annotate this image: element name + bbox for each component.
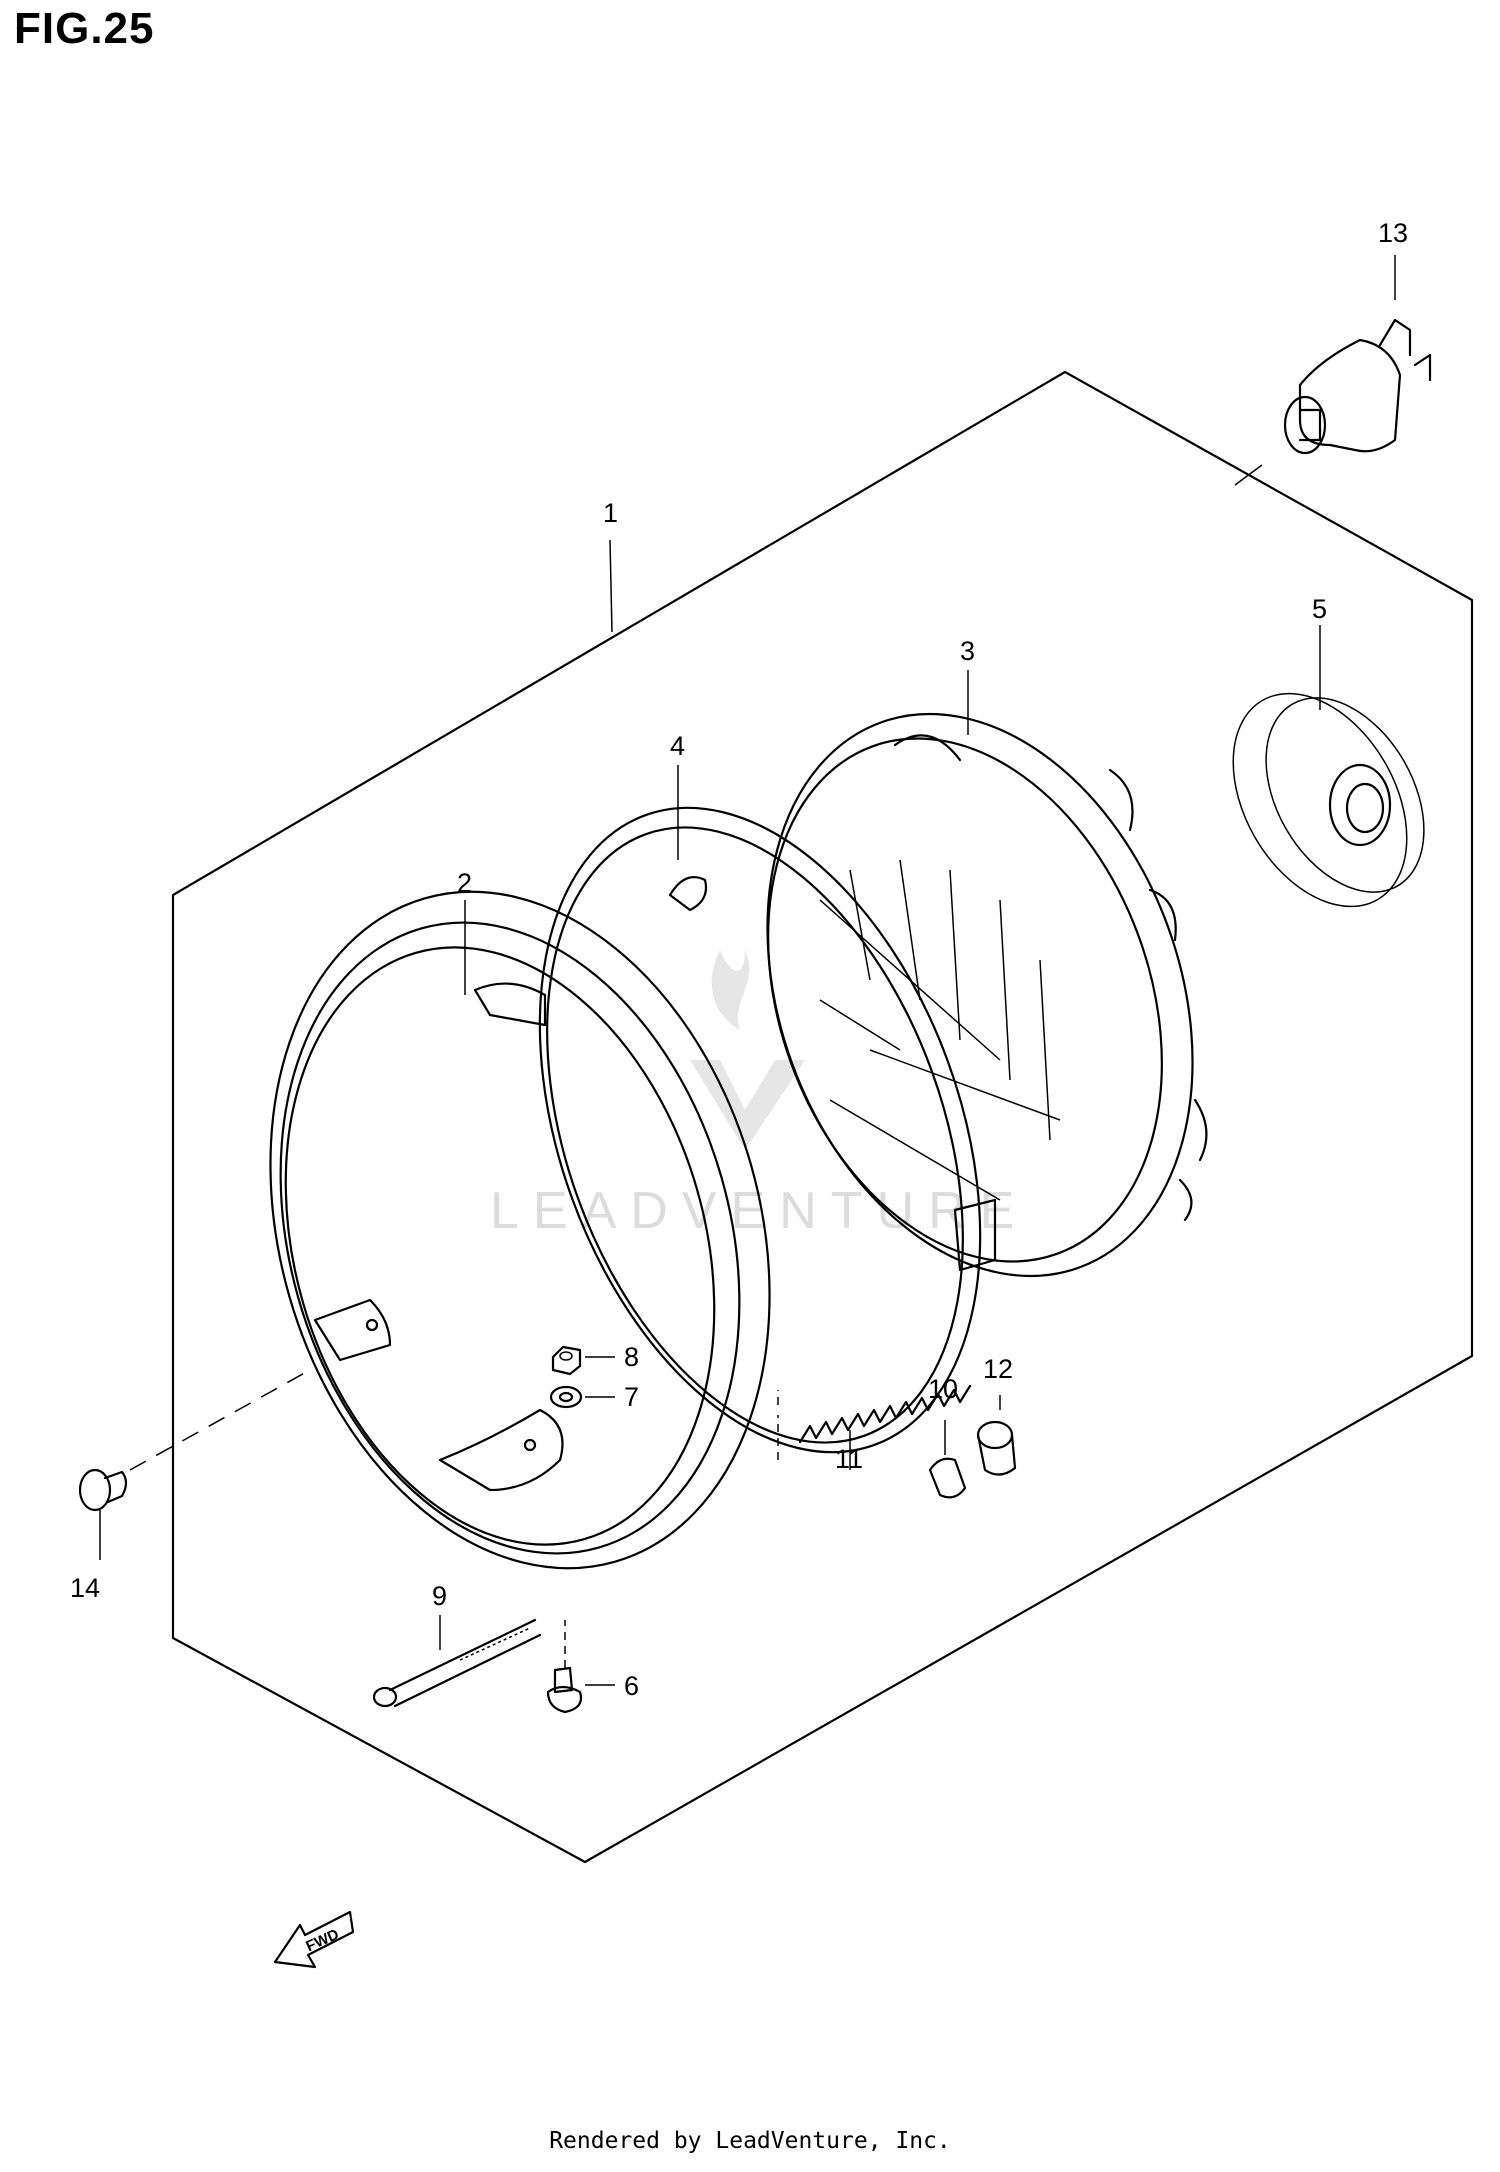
screw-part-14 (78, 1369, 311, 1512)
adjuster-bolt-part (372, 1618, 542, 1708)
callout-3: 3 (960, 636, 975, 666)
callout-13: 13 (1378, 218, 1408, 248)
retaining-ring-part (538, 806, 997, 1454)
callout-14: 14 (70, 1573, 100, 1603)
callout-9: 9 (432, 1581, 447, 1611)
collar-part (976, 1420, 1017, 1476)
socket-cover-part (1232, 692, 1425, 908)
bulb-part (1283, 318, 1432, 455)
nut-part (551, 1345, 582, 1376)
callout-8: 8 (624, 1342, 639, 1372)
spring-part (777, 1384, 972, 1460)
washer-part (549, 1385, 583, 1409)
headlight-rim-part (269, 890, 771, 1570)
callout-11: 11 (835, 1444, 863, 1474)
callout-2: 2 (457, 868, 472, 898)
footer-credit: Rendered by LeadVenture, Inc. (549, 2128, 951, 2154)
callout-12: 12 (983, 1354, 1013, 1384)
fwd-label: FWD (303, 1926, 341, 1955)
leader-lines (99, 255, 1396, 1686)
assembly-outline (171, 370, 1474, 1864)
callout-7: 7 (624, 1382, 639, 1412)
callout-6: 6 (624, 1671, 639, 1701)
callout-5: 5 (1312, 594, 1327, 624)
adjuster-screw-part-6 (546, 1620, 583, 1714)
callout-4: 4 (670, 731, 685, 761)
fwd-arrow-icon: FWD (273, 1910, 355, 1969)
callout-10: 10 (928, 1374, 958, 1404)
callout-1: 1 (603, 498, 618, 528)
figure-title: FIG.25 (14, 4, 155, 53)
clip-part (928, 1457, 967, 1499)
headlamp-unit-part (766, 712, 1208, 1278)
watermark-text: LEADVENTURE (490, 1182, 1028, 1240)
